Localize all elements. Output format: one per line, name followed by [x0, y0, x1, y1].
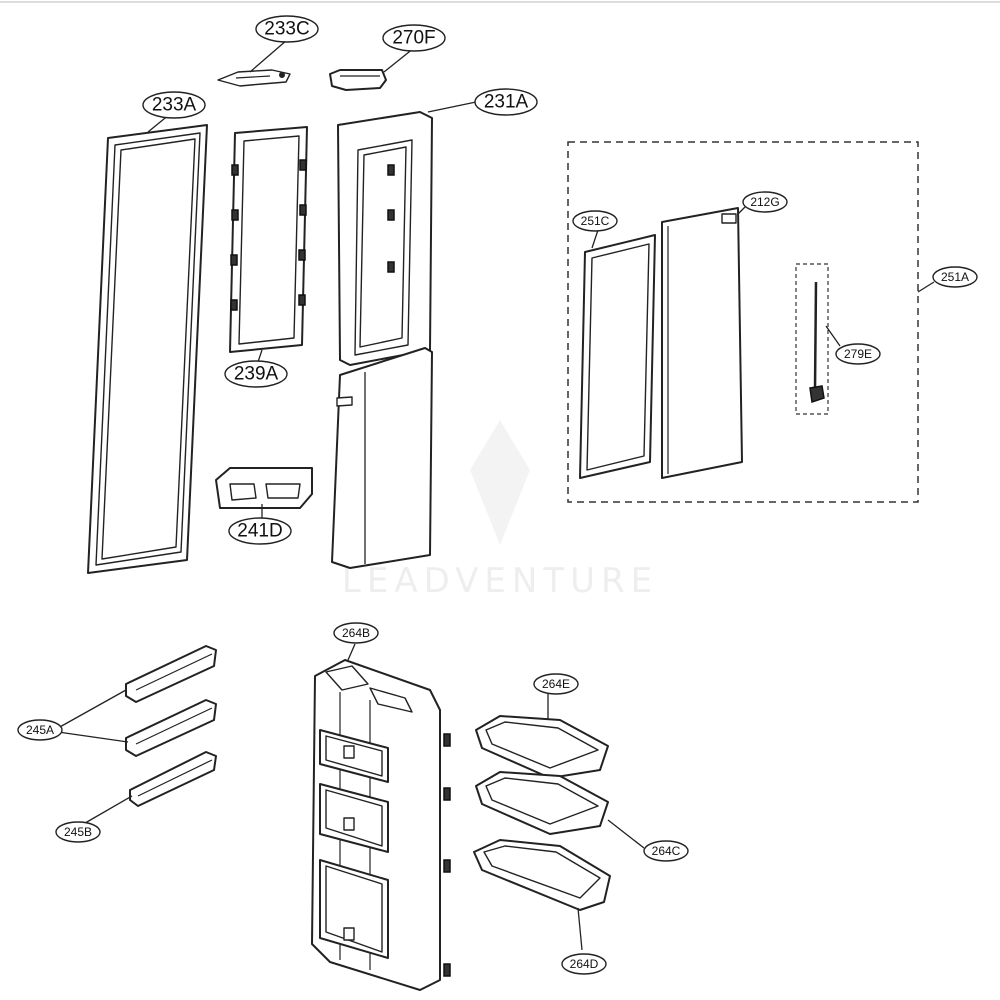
part-245A-shelf-top[interactable] [125, 645, 217, 703]
part-279E-rod[interactable] [809, 281, 825, 403]
callout-264D: 264D [561, 953, 607, 975]
part-233A-door-gasket[interactable] [87, 124, 208, 574]
svg-text:279E: 279E [844, 347, 872, 361]
callout-251C: 251C [572, 210, 618, 232]
callout-264B: 264B [333, 622, 379, 644]
part-264E-bin[interactable] [475, 715, 609, 779]
part-233C-hinge[interactable] [217, 69, 291, 87]
svg-text:270F: 270F [392, 28, 435, 49]
callout-231A: 231A [474, 88, 538, 116]
svg-text:264D: 264D [570, 957, 599, 971]
callout-212G: 212G [742, 191, 788, 213]
part-245B-shelf[interactable] [129, 751, 217, 807]
part-251C-gasket[interactable] [579, 234, 656, 479]
part-264B-door-frame[interactable] [311, 659, 451, 991]
part-241D-door-bin[interactable] [215, 467, 313, 509]
svg-text:251C: 251C [581, 214, 610, 228]
watermark-logo [470, 420, 530, 545]
svg-text:251A: 251A [941, 270, 969, 284]
part-212G-door-panel[interactable] [661, 207, 743, 479]
svg-text:233C: 233C [264, 19, 309, 40]
svg-text:245B: 245B [64, 825, 92, 839]
svg-text:231A: 231A [484, 92, 529, 113]
svg-text:233A: 233A [152, 95, 197, 116]
callout-245B: 245B [55, 821, 101, 843]
callout-245A: 245A [17, 719, 63, 741]
svg-text:264E: 264E [542, 677, 570, 691]
leader-lines [57, 39, 935, 951]
part-231A-door-assembly[interactable] [331, 111, 433, 569]
svg-text:212G: 212G [750, 195, 779, 209]
svg-text:241D: 241D [237, 521, 282, 542]
callout-270F: 270F [382, 24, 446, 52]
callout-264E: 264E [533, 673, 579, 695]
callout-241D: 241D [228, 517, 292, 545]
part-270F-cap[interactable] [329, 69, 387, 91]
svg-text:264B: 264B [342, 626, 370, 640]
callout-264C: 264C [643, 840, 689, 862]
callout-233A: 233A [142, 91, 206, 119]
svg-text:264C: 264C [652, 844, 681, 858]
svg-text:239A: 239A [234, 364, 279, 385]
part-279E-boundary [795, 263, 829, 415]
assembly-251A-boundary [567, 141, 919, 503]
callout-239A: 239A [224, 360, 288, 388]
watermark-text: LEADVENTURE [342, 561, 658, 601]
part-239A-inner-panel[interactable] [229, 126, 308, 353]
callout-279E: 279E [835, 343, 881, 365]
part-264D-bin[interactable] [473, 839, 611, 911]
svg-text:245A: 245A [26, 723, 54, 737]
callout-251A: 251A [932, 266, 978, 288]
callout-233C: 233C [255, 15, 319, 43]
part-264C-bin[interactable] [475, 771, 609, 835]
part-245A-shelf-middle[interactable] [125, 699, 217, 757]
